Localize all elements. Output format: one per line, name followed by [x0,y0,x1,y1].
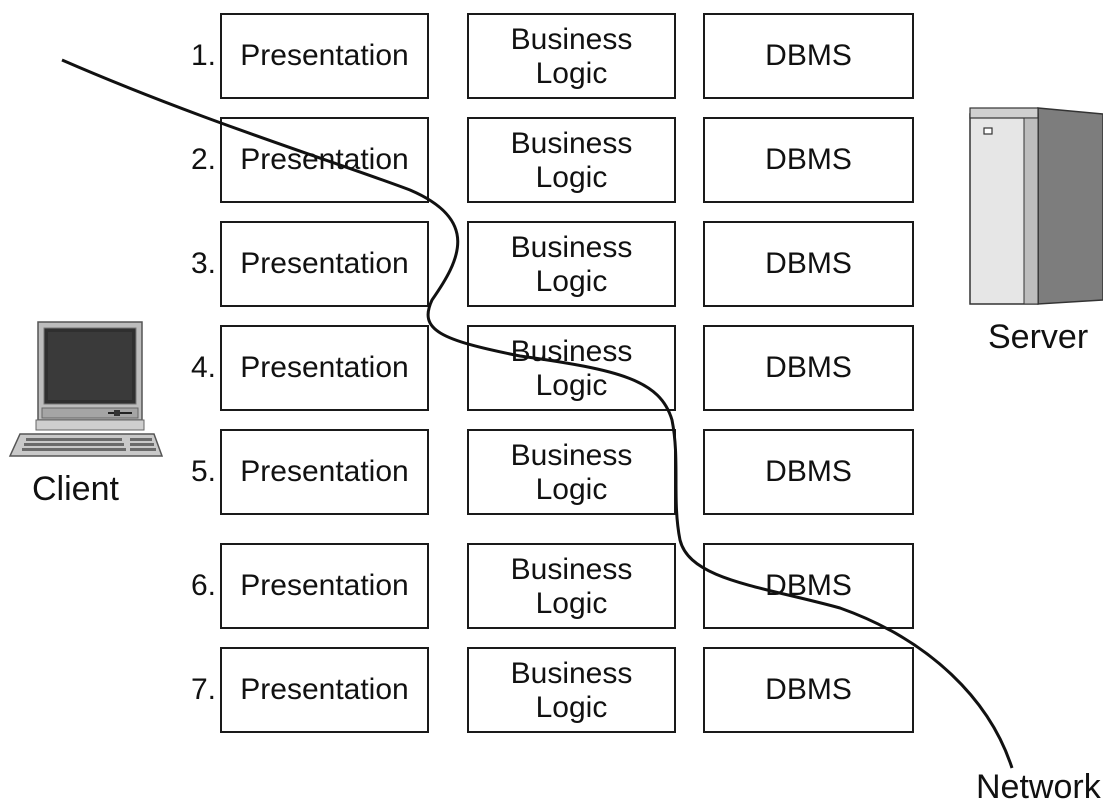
row-number: 6. [190,569,216,602]
logic-label: Logic [535,587,608,620]
business-label: Business [510,553,633,586]
row-number: 4. [190,351,216,384]
business-label: Business [510,335,633,368]
presentation-box: Presentation [220,117,429,203]
business-label: Business [510,127,633,160]
dbms-box: DBMS [703,221,914,307]
client-label: Client [32,470,119,508]
dbms-box: DBMS [703,647,914,733]
row-number: 7. [190,673,216,706]
network-label: Network [976,768,1101,806]
dbms-box: DBMS [703,429,914,515]
logic-label: Logic [535,57,608,90]
logic-label: Logic [535,691,608,724]
logic-label: Logic [535,473,608,506]
computer-icon [8,321,164,457]
logic-label: Logic [535,265,608,298]
logic-label: Logic [535,161,608,194]
dbms-box: DBMS [703,325,914,411]
presentation-box: Presentation [220,221,429,307]
dbms-box: DBMS [703,543,914,629]
business-label: Business [510,231,633,264]
business-label: Business [510,439,633,472]
presentation-box: Presentation [220,647,429,733]
logic-label: Logic [535,369,608,402]
server-icon [969,107,1103,305]
presentation-box: Presentation [220,325,429,411]
row-number: 5. [190,455,216,488]
presentation-box: Presentation [220,429,429,515]
business-label: Business [510,657,633,690]
row-number: 2. [190,143,216,176]
row-number: 1. [190,39,216,72]
row-number: 3. [190,247,216,280]
server-label: Server [988,318,1089,356]
dbms-box: DBMS [703,117,914,203]
presentation-box: Presentation [220,543,429,629]
dbms-box: DBMS [703,13,914,99]
presentation-box: Presentation [220,13,429,99]
business-label: Business [510,23,633,56]
